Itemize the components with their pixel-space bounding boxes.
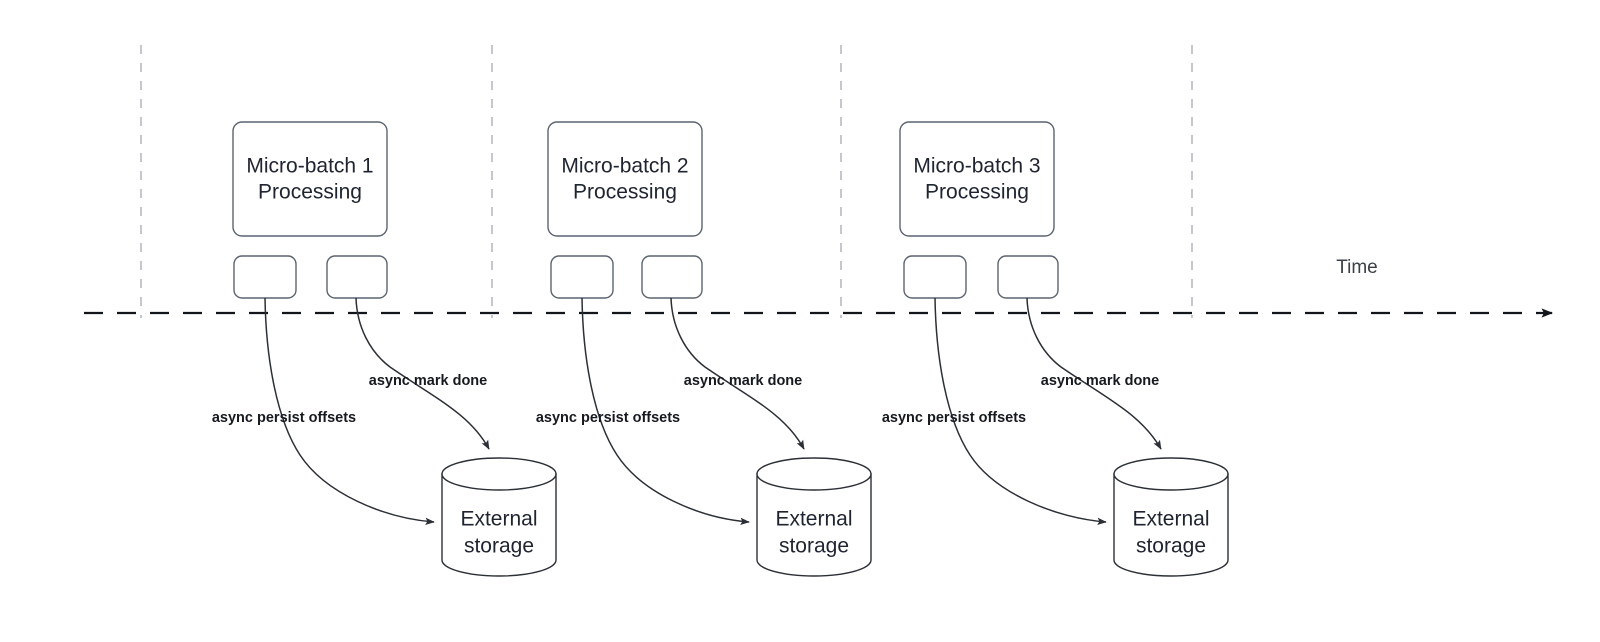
group-2: Micro-batch 2 Processing External storag… [536, 121, 872, 577]
external-storage-1-body[interactable] [441, 473, 557, 577]
micro-batch-1-label-line2: Processing [258, 181, 362, 204]
micro-batch-3-task-box-right[interactable] [997, 255, 1059, 299]
edge-async-persist-offsets-3 [934, 297, 1107, 526]
external-storage-2-body[interactable] [756, 473, 872, 577]
edge-label-async-persist-offsets-3: async persist offsets [882, 410, 1026, 426]
micro-batch-1-task-box-left[interactable] [233, 255, 297, 299]
micro-batch-3-label-line1: Micro-batch 3 [913, 155, 1040, 178]
edge-label-async-mark-done-3: async mark done [1041, 373, 1159, 389]
external-storage-1-label-line1: External [460, 508, 537, 531]
micro-batch-3-task-box-left[interactable] [903, 255, 967, 299]
group-3: Micro-batch 3 Processing External storag… [882, 121, 1229, 577]
group-1: Micro-batch 1 Processing External storag… [212, 121, 557, 577]
edge-async-mark-done-3 [1026, 297, 1162, 450]
edge-label-async-mark-done-1: async mark done [369, 373, 487, 389]
micro-batch-2-box[interactable] [547, 121, 703, 237]
external-storage-1-label-line2: storage [464, 535, 534, 558]
micro-batch-3-box[interactable] [899, 121, 1055, 237]
micro-batch-3-label-line2: Processing [925, 181, 1029, 204]
micro-batch-2-label-line2: Processing [573, 181, 677, 204]
micro-batch-3-processing-node[interactable]: Micro-batch 3 Processing [899, 121, 1055, 237]
edge-label-async-persist-offsets-2: async persist offsets [536, 410, 680, 426]
micro-batch-1-box[interactable] [232, 121, 388, 237]
external-storage-2-label-line1: External [775, 508, 852, 531]
micro-batch-2-task-box-right[interactable] [641, 255, 703, 299]
time-axis-label: Time [1336, 257, 1378, 278]
micro-batch-1-label-line1: Micro-batch 1 [246, 155, 373, 178]
external-storage-2-label-line2: storage [779, 535, 849, 558]
time-axis: Time [84, 257, 1554, 318]
micro-batch-2-processing-node[interactable]: Micro-batch 2 Processing [547, 121, 703, 237]
external-storage-3-label-line1: External [1132, 508, 1209, 531]
edge-async-persist-offsets-2 [581, 297, 750, 525]
edge-label-async-persist-offsets-1: async persist offsets [212, 410, 356, 426]
external-storage-3-label-line2: storage [1136, 535, 1206, 558]
external-storage-1-top [441, 457, 557, 491]
edge-async-mark-done-1 [355, 297, 490, 450]
edge-async-persist-offsets-1 [264, 297, 435, 526]
external-storage-1-node[interactable]: External storage [441, 457, 557, 577]
micro-batch-1-processing-node[interactable]: Micro-batch 1 Processing [232, 121, 388, 237]
micro-batch-2-label-line1: Micro-batch 2 [561, 155, 688, 178]
external-storage-2-top [756, 457, 872, 491]
micro-batch-2-task-box-left[interactable] [550, 255, 614, 299]
external-storage-3-node[interactable]: External storage [1113, 457, 1229, 577]
external-storage-2-node[interactable]: External storage [756, 457, 872, 577]
edge-async-mark-done-2 [670, 297, 805, 450]
micro-batch-1-task-box-right[interactable] [326, 255, 388, 299]
external-storage-3-body[interactable] [1113, 473, 1229, 577]
edge-label-async-mark-done-2: async mark done [684, 373, 802, 389]
external-storage-3-top [1113, 457, 1229, 491]
